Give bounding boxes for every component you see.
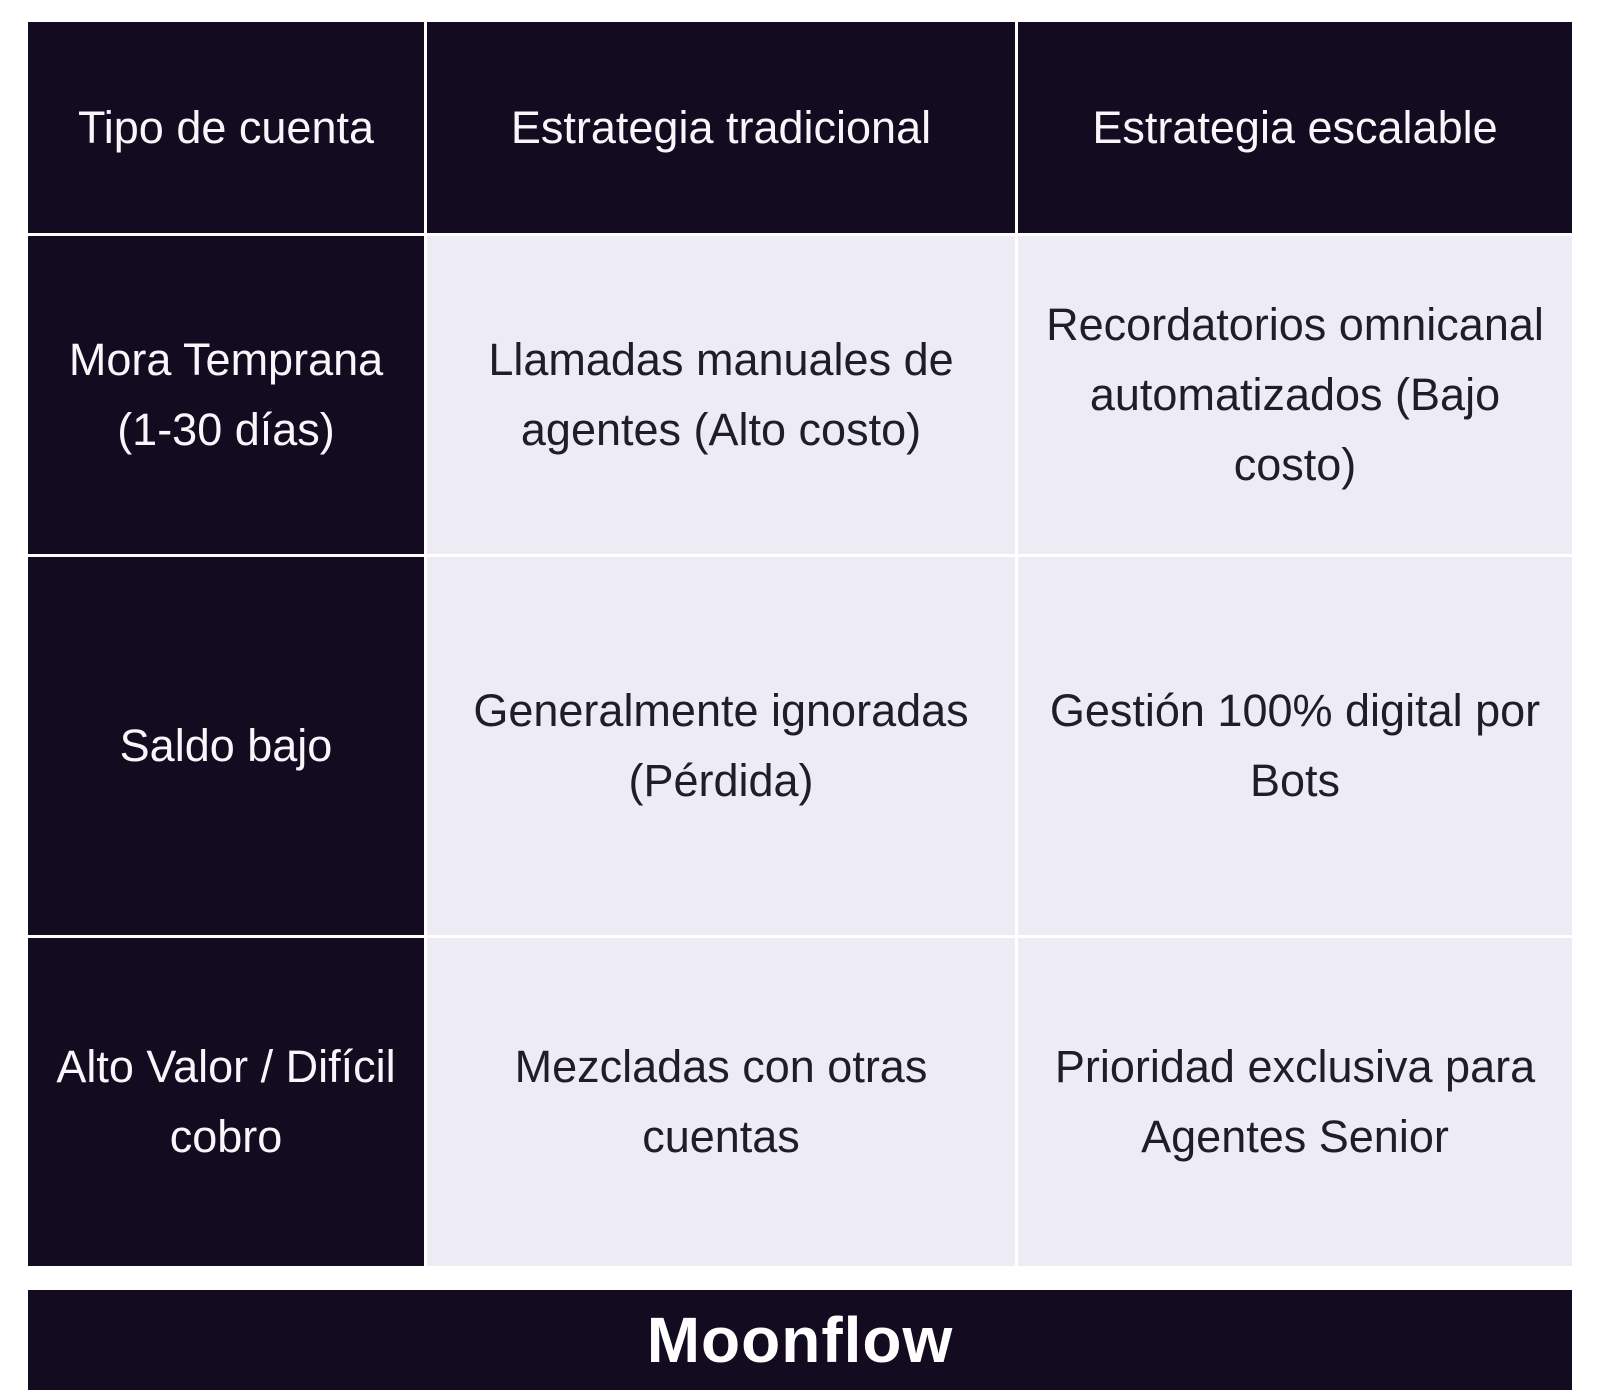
cell-alto-valor-scalable: Prioridad exclusiva para Agentes Senior — [1018, 938, 1572, 1266]
cell-text: Prioridad exclusiva para Agentes Senior — [1054, 1041, 1536, 1162]
comparison-table: Tipo de cuenta Estrategia tradicional Es… — [28, 22, 1572, 1266]
cell-mora-temprana-scalable: Recordatorios omnicanal automatizados (B… — [1018, 236, 1572, 554]
row-label-text: Alto Valor / Difícil cobro — [56, 1041, 396, 1162]
row-label-text: Saldo bajo — [119, 720, 333, 772]
header-label: Tipo de cuenta — [77, 101, 375, 153]
cell-alto-valor-traditional: Mezcladas con otras cuentas — [427, 938, 1015, 1266]
row-label-saldo-bajo: Saldo bajo — [28, 557, 424, 935]
moonflow-logo: Moonflow — [646, 1304, 954, 1376]
row-label-mora-temprana: Mora Temprana (1-30 días) — [28, 236, 424, 554]
header-cell-scalable-strategy: Estrategia escalable — [1018, 22, 1572, 233]
cell-saldo-bajo-traditional: Generalmente ignoradas (Pérdida) — [427, 557, 1015, 935]
row-label-text: Mora Temprana (1-30 días) — [68, 334, 384, 455]
cell-saldo-bajo-scalable: Gestión 100% digital por Bots — [1018, 557, 1572, 935]
header-label: Estrategia escalable — [1092, 101, 1498, 153]
cell-mora-temprana-traditional: Llamadas manuales de agentes (Alto costo… — [427, 236, 1015, 554]
cell-text: Generalmente ignoradas (Pérdida) — [473, 685, 969, 806]
header-cell-account-type: Tipo de cuenta — [28, 22, 424, 233]
footer-bar: Moonflow — [28, 1290, 1572, 1390]
header-cell-traditional-strategy: Estrategia tradicional — [427, 22, 1015, 233]
cell-text: Mezcladas con otras cuentas — [514, 1041, 928, 1162]
cell-text: Recordatorios omnicanal automatizados (B… — [1046, 299, 1544, 490]
row-label-alto-valor: Alto Valor / Difícil cobro — [28, 938, 424, 1266]
cell-text: Gestión 100% digital por Bots — [1049, 685, 1541, 806]
cell-text: Llamadas manuales de agentes (Alto costo… — [488, 334, 954, 455]
header-label: Estrategia tradicional — [510, 101, 932, 153]
